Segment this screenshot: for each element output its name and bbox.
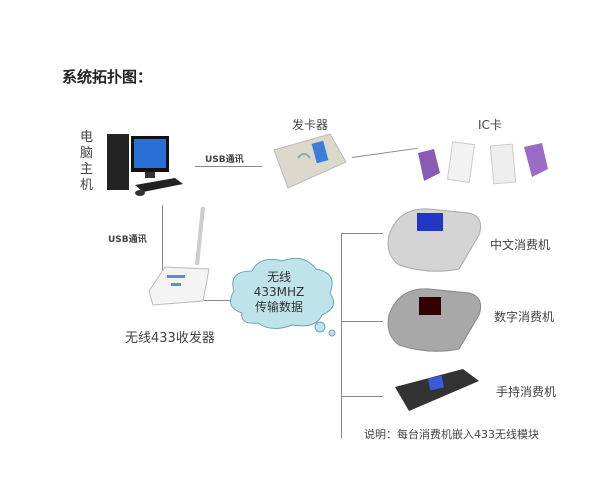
- usb-label-horizontal: USB通讯: [205, 155, 244, 165]
- diagram-title: 系统拓扑图：: [62, 68, 153, 86]
- card-issuer-icon: [273, 133, 347, 189]
- ic-card-label: IC卡: [478, 118, 502, 132]
- cloud-icon: [229, 257, 336, 337]
- pc-label: 电脑主机: [80, 130, 94, 193]
- ic-cards-icon: [418, 141, 548, 185]
- cloud-text: 无线 433MHZ 传输数据: [236, 270, 322, 315]
- handheld-terminal-icon: [395, 369, 479, 411]
- wireless-receiver-icon: [148, 206, 210, 306]
- note: 说明：每台消费机嵌入433无线模块: [364, 428, 539, 441]
- digital-terminal-icon: [387, 288, 482, 352]
- receiver-label: 无线433收发器: [125, 331, 215, 346]
- device-label-3: 手持消费机: [496, 385, 557, 399]
- chinese-terminal-icon: [387, 208, 482, 272]
- issuer-label: 发卡器: [292, 118, 329, 132]
- cloud-line-3: 传输数据: [254, 300, 303, 314]
- cloud-line-2: 433MHZ: [253, 285, 305, 299]
- cloud-line-1: 无线: [266, 270, 291, 284]
- usb-label-vertical: USB通讯: [108, 235, 147, 245]
- computer-icon: [107, 134, 183, 196]
- device-label-2: 数字消费机: [494, 310, 555, 324]
- device-label-1: 中文消费机: [490, 238, 551, 252]
